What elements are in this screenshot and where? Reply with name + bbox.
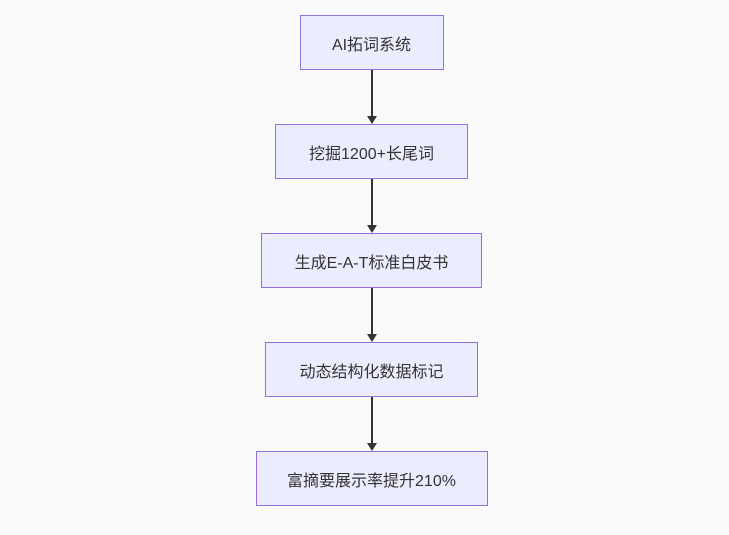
flow-node-label: 动态结构化数据标记 xyxy=(299,363,444,381)
flow-node-label: 生成E-A-T标准白皮书 xyxy=(294,254,449,272)
edge-arrow-2 xyxy=(366,179,378,233)
arrow-down-icon xyxy=(366,443,377,451)
edge-line xyxy=(370,179,373,226)
flow-node-longtail-keywords: 挖掘1200+长尾词 xyxy=(275,124,468,179)
flow-node-rich-snippet-result: 富摘要展示率提升210% xyxy=(255,451,488,506)
arrow-down-icon xyxy=(366,225,377,233)
flow-node-label: 挖掘1200+长尾词 xyxy=(309,145,434,163)
edge-arrow-4 xyxy=(366,397,378,451)
flow-node-eat-whitepaper: 生成E-A-T标准白皮书 xyxy=(261,233,482,288)
edge-line xyxy=(370,288,373,335)
flow-node-structured-data-markup: 动态结构化数据标记 xyxy=(265,342,478,397)
flowchart-column: AI拓词系统 挖掘1200+长尾词 生成E-A-T标准白皮书 动态结构化数据标记 xyxy=(7,0,729,506)
edge-line xyxy=(370,397,373,444)
arrow-down-icon xyxy=(366,334,377,342)
flow-node-label: 富摘要展示率提升210% xyxy=(287,472,456,490)
edge-arrow-1 xyxy=(366,70,378,124)
flow-node-ai-word-expansion: AI拓词系统 xyxy=(299,15,444,70)
edge-line xyxy=(370,70,373,117)
arrow-down-icon xyxy=(366,116,377,124)
flow-node-label: AI拓词系统 xyxy=(331,36,412,54)
edge-arrow-3 xyxy=(366,288,378,342)
